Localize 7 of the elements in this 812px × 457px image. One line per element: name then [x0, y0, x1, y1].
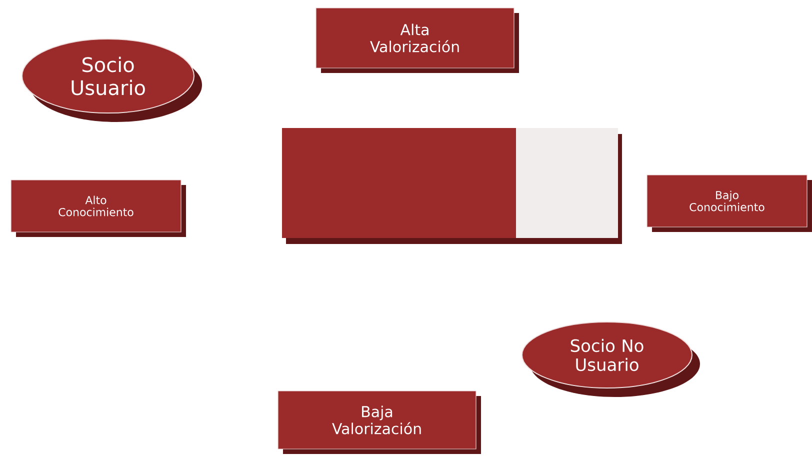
bar-shape [282, 128, 622, 244]
label-box: Bajo Conocimiento [646, 174, 812, 232]
oval-label: Socio No Usuario [522, 322, 700, 397]
label-box: Alta Valorización [316, 8, 519, 73]
label-box: Baja Valorización [278, 390, 481, 454]
label-box: Alto Conocimiento [10, 180, 186, 237]
oval-label: Socio Usuario [22, 38, 202, 122]
